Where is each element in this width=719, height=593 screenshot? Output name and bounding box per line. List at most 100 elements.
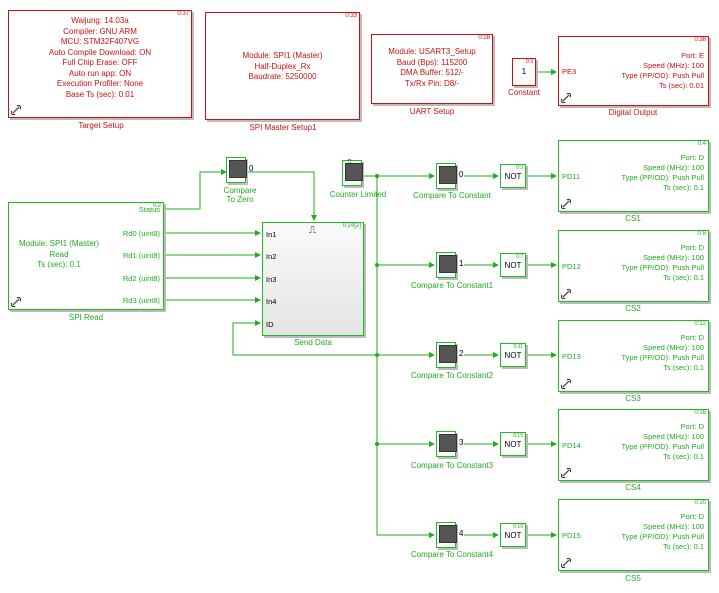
- block-id: 0:3: [516, 165, 523, 171]
- param-line: Type (PP/OD): Push Pull: [621, 442, 704, 451]
- cs-digital-output-block[interactable]: 0:20 PD15 Port: D Speed (MHz): 100 Type …: [558, 499, 709, 571]
- param-line: Port: D: [680, 243, 704, 252]
- param-line: Base Ts (sec): 0.01: [65, 89, 135, 99]
- compare-to-zero-block[interactable]: 0: [226, 157, 253, 183]
- library-link-icon: [561, 289, 571, 299]
- compare-icon: [229, 160, 247, 178]
- counter-glyph: ⎍: [347, 159, 352, 166]
- param-line: Read: [49, 249, 69, 259]
- compare-value: 4: [459, 529, 464, 538]
- compare-to-constant-block[interactable]: 1: [436, 252, 463, 278]
- output-port-rd0: Rd0 (uint8): [122, 229, 160, 238]
- param-line: Half-Duplex_Rx: [254, 61, 311, 71]
- spi-master-params: Module: SPI1 (Master) Half-Duplex_Rx Bau…: [206, 51, 359, 83]
- spi-master-setup-block[interactable]: 0:33 Module: SPI1 (Master) Half-Duplex_R…: [205, 12, 360, 120]
- param-line: Ts (sec): 0.1: [663, 363, 704, 372]
- trigger-icon: ⎍: [309, 225, 316, 236]
- compare-icon: [439, 166, 457, 184]
- param-line: Compiler: GNU ARM: [63, 26, 137, 36]
- input-port-in2: In2: [266, 252, 277, 261]
- input-port-label: PD12: [562, 262, 581, 271]
- target-setup-params: Waijung: 14.03a Compiler: GNU ARM MCU: S…: [9, 16, 191, 100]
- cs-digital-output-block[interactable]: 0:12 PD13 Port: D Speed (MHz): 100 Type …: [558, 320, 709, 392]
- output-port-status: Status: [138, 205, 160, 214]
- input-port-label: PD15: [562, 531, 581, 540]
- target-setup-block[interactable]: 0:37 Waijung: 14.03a Compiler: GNU ARM M…: [8, 10, 192, 118]
- digital-output-block[interactable]: 0:38 PE3 Port: E Speed (MHz): 100 Type (…: [558, 36, 709, 106]
- uart-setup-block[interactable]: 0:28 Module: USART3_Setup Baud (Bps): 11…: [371, 34, 493, 104]
- library-link-icon: [561, 558, 571, 568]
- not-label: NOT: [504, 261, 522, 270]
- spi-read-block[interactable]: 0:2 Module: SPI1 (Master) Read Ts (sec):…: [8, 202, 164, 310]
- param-line: Ts (sec): 0.1: [663, 542, 704, 551]
- library-link-icon: [11, 297, 21, 307]
- constant-value: 1: [521, 67, 527, 76]
- input-port-id: ID: [266, 320, 274, 329]
- param-line: Type (PP/OD): Push Pull: [621, 532, 704, 541]
- compare-value: 3: [459, 438, 464, 447]
- compare-value: 0: [459, 170, 464, 179]
- caption-line: To Zero: [226, 195, 254, 204]
- send-data-subsystem[interactable]: 0:24[2] ⎍ In1 In2 In3 In4 ID: [262, 222, 364, 336]
- not-block[interactable]: 0:7 NOT: [500, 253, 526, 277]
- target-setup-caption: Target Setup: [78, 121, 124, 130]
- param-line: Speed (MHz): 100: [643, 432, 704, 441]
- input-port-label: PD11: [562, 172, 581, 181]
- not-block[interactable]: 0:15 NOT: [500, 432, 526, 456]
- compare-to-zero-caption: Compare To Zero: [224, 186, 257, 204]
- cs-digital-output-block[interactable]: 0:16 PD14 Port: D Speed (MHz): 100 Type …: [558, 409, 709, 481]
- param-line: Module: SPI1 (Master): [242, 51, 323, 60]
- compare-to-constant-block[interactable]: 3: [436, 431, 463, 457]
- not-label: NOT: [504, 440, 522, 449]
- counter-limited-caption: Counter Limited: [329, 190, 387, 199]
- compare-to-constant-block[interactable]: 4: [436, 522, 463, 548]
- counter-icon: [345, 163, 363, 181]
- param-line: Waijung: 14.03a: [71, 16, 129, 25]
- not-label: NOT: [504, 531, 522, 540]
- block-id: 0:15: [513, 433, 523, 439]
- param-line: Port: D: [680, 333, 704, 342]
- counter-limited-block[interactable]: ⎍: [342, 159, 363, 186]
- constant-block[interactable]: 0:3 1: [512, 58, 536, 86]
- param-line: Port: E: [681, 51, 704, 60]
- param-line: Type (PP/OD): Push Pull: [621, 353, 704, 362]
- not-block[interactable]: 0:11 NOT: [500, 343, 526, 367]
- block-id: 0:16: [694, 410, 706, 416]
- param-line: DMA Buffer: 512/-: [400, 68, 464, 77]
- param-line: Port: D: [680, 512, 704, 521]
- compare-value: 2: [459, 349, 464, 358]
- cs-params: Port: D Speed (MHz): 100 Type (PP/OD): P…: [621, 333, 704, 373]
- compare-to-constant-block[interactable]: 0: [436, 163, 463, 189]
- cs-digital-output-block[interactable]: 0:8 PD12 Port: D Speed (MHz): 100 Type (…: [558, 230, 709, 302]
- param-line: Type (PP/OD): Push Pull: [621, 263, 704, 272]
- cs-caption: CS3: [625, 394, 641, 403]
- param-line: Ts (sec): 0.1: [663, 273, 704, 282]
- param-line: Type (PP/OD): Push Pull: [621, 71, 704, 80]
- block-id: 0:20: [694, 500, 706, 506]
- compare-icon: [439, 525, 457, 543]
- cs-caption: CS1: [625, 214, 641, 223]
- compare-to-constant-caption: Compare To Constant1: [410, 281, 494, 290]
- cs-params: Port: D Speed (MHz): 100 Type (PP/OD): P…: [621, 243, 704, 283]
- block-id: 0:24[2]: [342, 223, 361, 229]
- param-line: Port: D: [680, 422, 704, 431]
- not-block[interactable]: 0:3 NOT: [500, 164, 526, 188]
- input-port-label: PD13: [562, 352, 581, 361]
- param-line: Full Chip Erase: OFF: [62, 58, 138, 67]
- library-link-icon: [561, 379, 571, 389]
- uart-params: Module: USART3_Setup Baud (Bps): 115200 …: [372, 47, 492, 89]
- param-line: Baudrate: 5250000: [248, 72, 317, 81]
- block-id: 0:3: [526, 59, 533, 65]
- constant-caption: Constant: [507, 88, 541, 97]
- param-line: Ts (sec): 0.1: [663, 183, 704, 192]
- cs-digital-output-block[interactable]: 0:4 PD11 Port: D Speed (MHz): 100 Type (…: [558, 140, 709, 212]
- block-id: 0:4: [697, 141, 706, 147]
- not-block[interactable]: 0:19 NOT: [500, 523, 526, 547]
- compare-to-constant-block[interactable]: 2: [436, 342, 463, 368]
- param-line: Speed (MHz): 100: [643, 522, 704, 531]
- cs-params: Port: D Speed (MHz): 100 Type (PP/OD): P…: [621, 422, 704, 462]
- output-port-rd2: Rd2 (uint8): [122, 274, 160, 283]
- param-line: Speed (MHz): 100: [643, 343, 704, 352]
- compare-to-constant-caption: Compare To Constant3: [410, 461, 494, 470]
- digital-output-params: Port: E Speed (MHz): 100 Type (PP/OD): P…: [621, 51, 704, 91]
